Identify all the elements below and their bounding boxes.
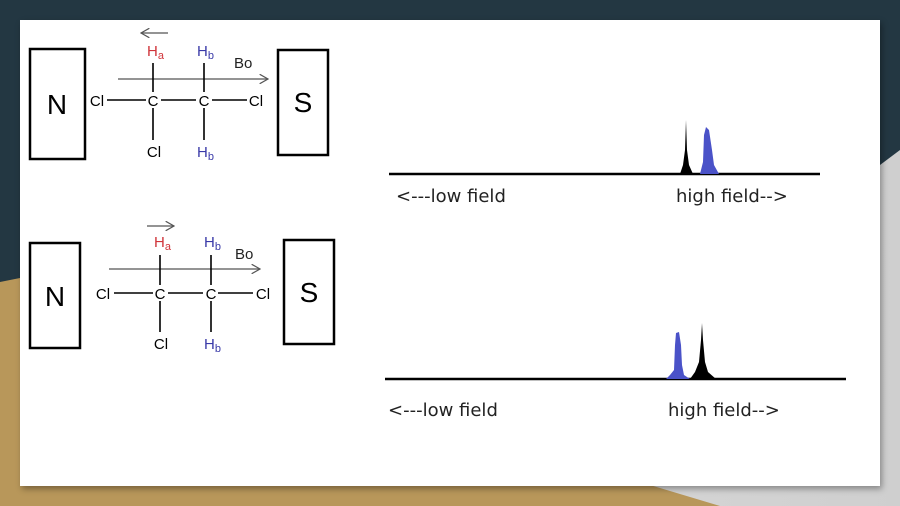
high-field-label: high field-->: [676, 186, 788, 207]
atom-c1: C: [148, 93, 159, 110]
atom-hb-bottom: Hb: [204, 336, 221, 355]
atom-cl-bottom: Cl: [147, 144, 161, 161]
south-magnet: [282, 238, 336, 346]
peak-black: [680, 120, 693, 174]
atom-cl-left: Cl: [90, 93, 104, 110]
atom-cl-bottom: Cl: [154, 336, 168, 353]
atom-c2: C: [206, 286, 217, 303]
atom-hb-bottom: Hb: [197, 144, 214, 163]
south-magnet: [276, 48, 330, 157]
field-label: Bo: [234, 55, 252, 72]
diagram-canvas: N S Bo Cl C C Cl Cl Ha Hb Hb: [28, 20, 846, 381]
atom-cl-right: Cl: [256, 286, 270, 303]
north-label: N: [47, 89, 67, 120]
atom-c1: C: [155, 286, 166, 303]
north-label: N: [45, 281, 65, 312]
atom-ha: Ha: [154, 234, 172, 253]
atom-cl-left: Cl: [96, 286, 110, 303]
slide: N S Bo Cl C C Cl Cl Ha Hb Hb: [20, 20, 880, 486]
low-field-label: <---low field: [388, 400, 498, 421]
atom-cl-right: Cl: [249, 93, 263, 110]
molecule-panel-1: N S Bo Cl C C Cl Cl Ha Hb Hb: [28, 33, 330, 163]
south-label: S: [300, 277, 319, 308]
high-field-label: high field-->: [668, 400, 780, 421]
atom-c2: C: [199, 93, 210, 110]
north-magnet: [28, 47, 87, 161]
field-label: Bo: [235, 246, 253, 263]
low-field-label: <---low field: [396, 186, 506, 207]
molecule-panel-2: N S Bo Cl C C Cl Cl Ha Hb Hb: [28, 226, 336, 355]
north-magnet: [28, 241, 82, 350]
south-label: S: [294, 87, 313, 118]
nmr-spectrum-1: [389, 120, 820, 176]
atom-hb-top: Hb: [197, 43, 214, 62]
atom-ha: Ha: [147, 43, 165, 62]
peak-black: [690, 323, 716, 379]
atom-hb-top: Hb: [204, 234, 221, 253]
peak-blue: [666, 332, 690, 379]
nmr-spectrum-2: [385, 323, 846, 381]
peak-blue: [700, 127, 719, 174]
